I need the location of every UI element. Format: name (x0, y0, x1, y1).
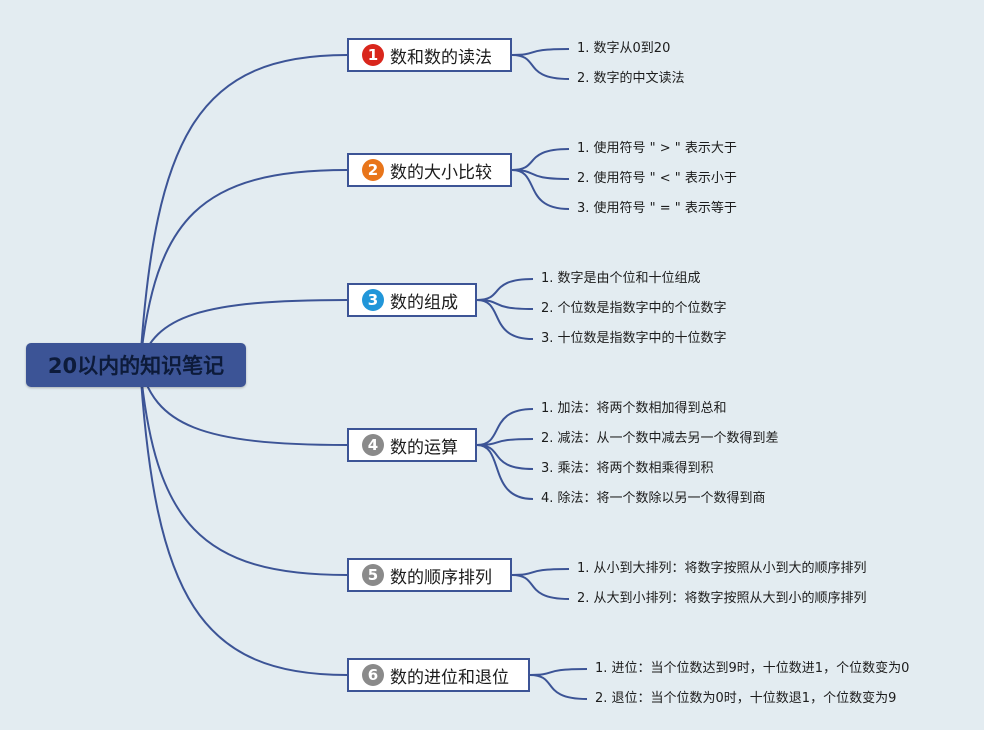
branch-2-to-leaf-3-line (511, 169, 570, 210)
root-to-branch-2-line (139, 169, 348, 366)
branch-5-to-leaf-2-line (511, 574, 570, 600)
branch-3-to-leaf-3-line (476, 299, 534, 340)
branch-3-to-leaf-1-line (476, 278, 534, 301)
branch-node-5[interactable]: 5 数的顺序排列 (347, 558, 512, 592)
leaf-item[interactable]: 2. 减法：从一个数中减去另一个数得到差 (541, 431, 779, 446)
branch-label: 数的运算 (390, 437, 458, 458)
root-label: 20以内的知识笔记 (47, 354, 225, 378)
branch-4-to-leaf-4-line (476, 444, 534, 500)
branch-label: 数的进位和退位 (390, 667, 509, 688)
branch-number-badge: 4 (362, 434, 384, 456)
leaf-item[interactable]: 2. 使用符号 " < " 表示小于 (577, 171, 737, 186)
branch-number-badge: 2 (362, 159, 384, 181)
leaf-item[interactable]: 1. 数字是由个位和十位组成 (541, 271, 701, 286)
branch-6-to-leaf-1-line (529, 668, 588, 676)
branch-label: 数的顺序排列 (390, 567, 492, 588)
branch-2-to-leaf-1-line (511, 148, 570, 171)
leaf-item[interactable]: 3. 乘法：将两个数相乘得到积 (541, 461, 714, 476)
root-to-branch-5-line (139, 364, 348, 576)
branch-4-to-leaf-2-line (476, 438, 534, 446)
branch-number-badge: 1 (362, 44, 384, 66)
leaf-item[interactable]: 1. 加法：将两个数相加得到总和 (541, 401, 727, 416)
branch-4-to-leaf-3-line (476, 444, 534, 470)
root-node[interactable]: 20以内的知识笔记 (26, 343, 246, 387)
leaf-item[interactable]: 2. 数字的中文读法 (577, 71, 685, 86)
branch-node-1[interactable]: 1 数和数的读法 (347, 38, 512, 72)
branch-node-4[interactable]: 4 数的运算 (347, 428, 477, 462)
leaf-item[interactable]: 2. 退位：当个位数为0时，十位数退1，个位数变为9 (595, 691, 897, 706)
branch-number-badge: 5 (362, 564, 384, 586)
branch-5-to-leaf-1-line (511, 568, 570, 576)
branch-node-6[interactable]: 6 数的进位和退位 (347, 658, 530, 692)
leaf-item[interactable]: 1. 从小到大排列：将数字按照从小到大的顺序排列 (577, 561, 867, 576)
branch-node-3[interactable]: 3 数的组成 (347, 283, 477, 317)
leaf-item[interactable]: 1. 进位：当个位数达到9时，十位数进1，个位数变为0 (595, 661, 910, 676)
branch-label: 数的大小比较 (390, 162, 492, 183)
branch-label: 数的组成 (390, 292, 458, 313)
leaf-item[interactable]: 4. 除法：将一个数除以另一个数得到商 (541, 491, 766, 506)
root-to-branch-1-line (139, 54, 348, 366)
leaf-item[interactable]: 2. 从大到小排列：将数字按照从大到小的顺序排列 (577, 591, 867, 606)
leaf-item[interactable]: 1. 数字从0到20 (577, 41, 671, 56)
branch-number-badge: 6 (362, 664, 384, 686)
branch-1-to-leaf-2-line (511, 54, 570, 80)
leaf-item[interactable]: 1. 使用符号 " > " 表示大于 (577, 141, 737, 156)
branch-6-to-leaf-2-line (529, 674, 588, 700)
root-to-branch-6-line (139, 364, 348, 676)
branch-label: 数和数的读法 (390, 47, 492, 68)
branch-1-to-leaf-1-line (511, 48, 570, 56)
branch-node-2[interactable]: 2 数的大小比较 (347, 153, 512, 187)
leaf-item[interactable]: 2. 个位数是指数字中的个位数字 (541, 301, 727, 316)
branch-number-badge: 3 (362, 289, 384, 311)
leaf-item[interactable]: 3. 十位数是指数字中的十位数字 (541, 331, 727, 346)
leaf-item[interactable]: 3. 使用符号 " = " 表示等于 (577, 201, 737, 216)
